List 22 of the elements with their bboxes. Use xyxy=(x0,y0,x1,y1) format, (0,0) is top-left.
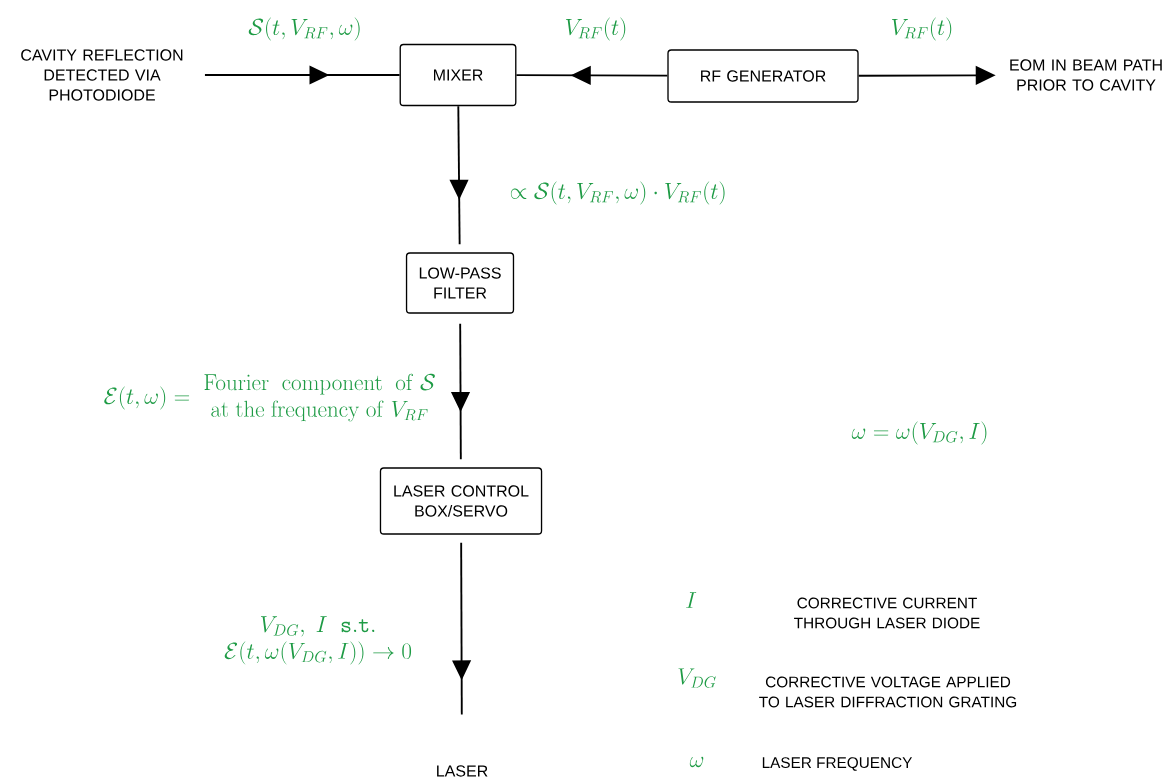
symbol-label: $\omega$ xyxy=(689,756,704,768)
symbol-label: $I$ xyxy=(686,592,697,608)
arrow xyxy=(204,65,401,85)
edge-label: $\mathcal{S}(t, V_{RF}, \omega)$ xyxy=(248,17,360,41)
edge-label: $V_{RF}(t)$ xyxy=(565,17,626,41)
edge-label: $\begin{array}{c}V_{DG},\ I\ \ \mathtt{s.t.}\\ \mathcal{E}(t, \omega(V_{DG}, I)) \to 0\end{array}$ xyxy=(224,616,412,665)
symbol-label: $V_{DG}$ xyxy=(678,668,716,688)
process-box: RF GENERATOR xyxy=(667,49,859,103)
edge-label: $\propto \mathcal{S}(t, V_{RF}, \omega) \cdot V_{RF}(t)$ xyxy=(510,181,725,205)
process-box: LOW-PASS FILTER xyxy=(405,252,515,314)
symbol-label: $\omega = \omega(V_{DG}, I)$ xyxy=(851,421,987,445)
signal-label: LASER xyxy=(437,765,488,777)
edge-label: $V_{RF}(t)$ xyxy=(891,17,952,41)
description-label: CORRECTIVE CURRENT THROUGH LASER DIODE xyxy=(794,597,980,629)
description-label: CORRECTIVE VOLTAGE APPLIED TO LASER DIFFRACTION GRATING xyxy=(759,676,1017,708)
process-box: MIXER xyxy=(399,43,517,107)
arrow xyxy=(452,541,472,716)
process-box: LASER CONTROL BOX/SERVO xyxy=(379,467,543,535)
signal-label: EOM IN BEAM PATH PRIOR TO CAVITY xyxy=(1010,59,1162,91)
signal-label: CAVITY REFLECTION DETECTED VIA PHOTODIODE xyxy=(21,49,183,101)
edge-label: $\mathcal{E}(t, \omega) = \begin{array}{c}\mathrm{Fourier\ \ component\ \ of}\ \mathcal{S}\\ \mathrm{at\ the\ frequency\ of}\ V_{RF}\end{array}$ xyxy=(104,373,435,422)
description-label: LASER FREQUENCY xyxy=(762,757,913,771)
